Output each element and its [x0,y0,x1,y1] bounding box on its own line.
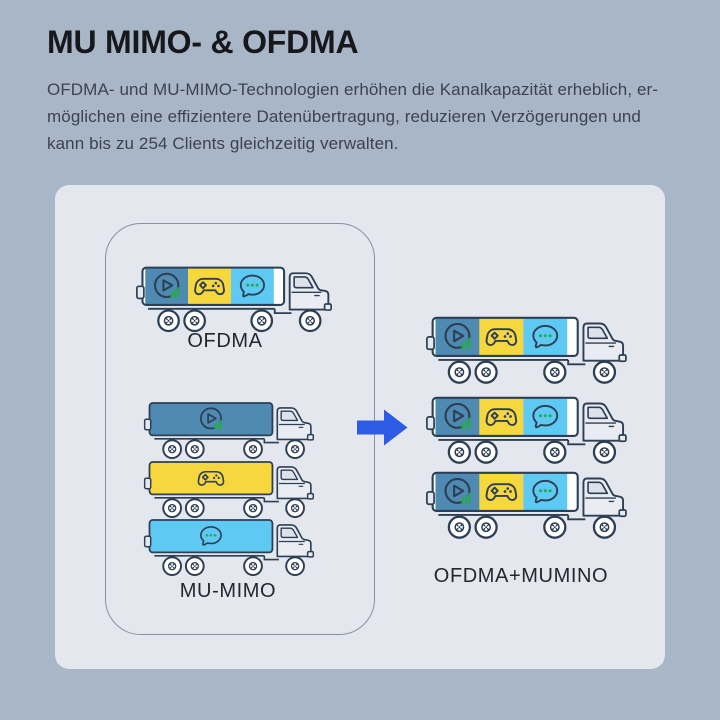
right-arrow-icon [357,409,408,446]
description-line: kann bis zu 254 Clients gleichzeitig ver… [47,134,399,153]
page-title: MU MIMO- & OFDMA [47,24,359,60]
multi-cargo-trailer [142,268,284,305]
ofdma-truck-segmented [135,263,340,336]
description-line: möglichen eine effizientere Datenübertra… [47,107,641,126]
mu-mimo-truck-gaming [143,461,321,521]
description-paragraph: OFDMA- und MU-MIMO-Technologien erhöhen … [47,76,658,157]
mu-mimo-label: MU-MIMO [179,580,277,602]
ofdma-label: OFDMA [187,330,263,352]
multi-cargo-trailer [433,473,578,511]
multi-cargo-trailer [433,398,578,436]
combined-truck-2 [425,393,635,467]
combined-truck-3 [425,468,635,542]
multi-cargo-trailer [433,318,578,356]
description-line: OFDMA- und MU-MIMO-Technologien erhöhen … [47,80,659,99]
ofdma-mumimo-label: OFDMA+MUMINO [433,565,609,587]
combined-truck-1 [425,313,635,387]
mu-mimo-truck-chat [143,519,321,579]
mu-mimo-truck-video [143,402,321,462]
